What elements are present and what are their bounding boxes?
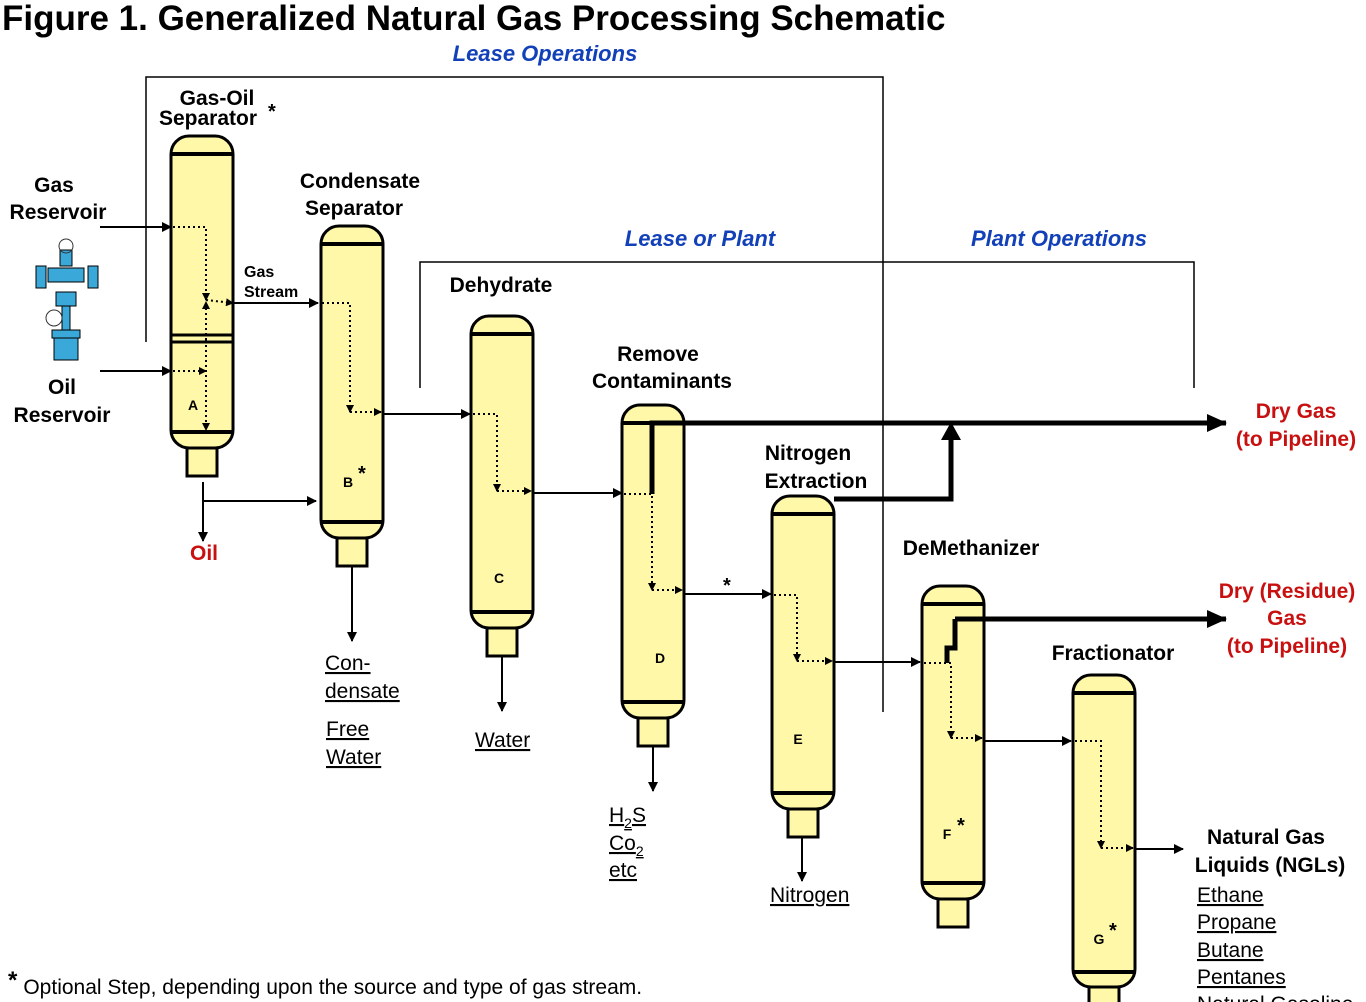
gas-oil-separator-optional-mark: * [268,101,276,123]
gas-stream-label-1: Gas [244,264,274,281]
gas-stream-label-2: Stream [244,284,298,301]
vessel-a-gas-oil-separator [169,134,235,478]
ngl-label-1: Natural Gas [1207,826,1325,849]
ngl-product-natural-gasoline: Natural Gasoline [1197,993,1353,1002]
wellhead-icon [35,238,99,361]
residue-gas-label-1: Dry (Residue) [1219,580,1356,603]
gas-oil-separator-label-2: Separator [159,107,257,130]
free-water-output-line1: Free [326,718,369,741]
vessel-e-nitrogen-extraction [770,494,836,839]
gas-reservoir-label-1: Gas [34,174,74,197]
condensate-output-line1: Con- [325,652,371,675]
remove-contaminants-label-2: Contaminants [592,370,732,393]
vessel-b-condensate-separator [319,224,385,568]
vessel-g-tag: G [1094,931,1105,947]
lease-operations-label: Lease Operations [453,41,638,66]
etc-output-label: etc [609,859,637,882]
ngl-label-2: Liquids (NGLs) [1195,854,1346,877]
plant-operations-label: Plant Operations [971,226,1147,251]
lease-plant-bracket [419,261,1195,388]
vessel-e-tag: E [793,731,802,747]
ngl-product-propane: Propane [1197,911,1276,934]
residue-gas-label-3: (to Pipeline) [1227,635,1347,658]
co2-output-label: Co2 [609,832,644,859]
remove-contaminants-label-1: Remove [617,343,699,366]
fractionator-label: Fractionator [1052,642,1175,665]
lease-or-plant-label: Lease or Plant [625,226,777,251]
lease-operations-bracket [145,76,884,712]
residue-gas-label-2: Gas [1267,607,1307,630]
vessel-c-dehydrator [469,314,535,658]
dry-gas-label-2: (to Pipeline) [1236,428,1356,451]
gas-oil-separator-label-1: Gas-Oil [180,87,255,110]
water-output-label: Water [475,729,530,752]
ngl-product-ethane: Ethane [1197,884,1264,907]
vessel-a-tag: A [188,397,198,413]
vessel-g-fractionator [1071,673,1137,1002]
vessel-g-optional-mark: * [1109,920,1117,942]
nitrogen-extraction-label-1: Nitrogen [765,442,851,465]
footnote: *Optional Step, depending upon the sourc… [8,967,642,999]
demethanizer-label: DeMethanizer [903,537,1040,560]
vessel-b-optional-mark: * [358,463,366,485]
nitrogen-dry-gas-riser [834,437,954,502]
nitrogen-output-label: Nitrogen [770,884,849,907]
vessel-b-tag: B [343,474,353,490]
nitrogen-optional-mark: * [723,575,731,597]
vessel-f-tag: F [943,826,952,842]
h2s-output-label: H2S [609,804,646,831]
oil-output-label: Oil [190,542,218,565]
vessel-d-tag: D [655,650,665,666]
condensate-output-line2: densate [325,680,400,703]
nitrogen-extraction-label-2: Extraction [765,470,868,493]
figure-title: Figure 1. Generalized Natural Gas Proces… [2,0,945,38]
oil-reservoir-label-1: Oil [48,376,76,399]
free-water-output-line2: Water [326,746,381,769]
vessel-f-optional-mark: * [957,815,965,837]
vessel-c-tag: C [494,570,504,586]
gas-reservoir-label-2: Reservoir [10,201,107,224]
oil-reservoir-label-2: Reservoir [14,404,111,427]
vessel-f-demethanizer [920,584,986,929]
dehydrate-label: Dehydrate [450,274,553,297]
ngl-product-pentanes: Pentanes [1197,966,1286,989]
ngl-product-butane: Butane [1197,939,1264,962]
dry-gas-label-1: Dry Gas [1256,400,1337,423]
condensate-separator-label-1: Condensate [300,170,420,193]
condensate-separator-label-2: Separator [305,197,403,220]
